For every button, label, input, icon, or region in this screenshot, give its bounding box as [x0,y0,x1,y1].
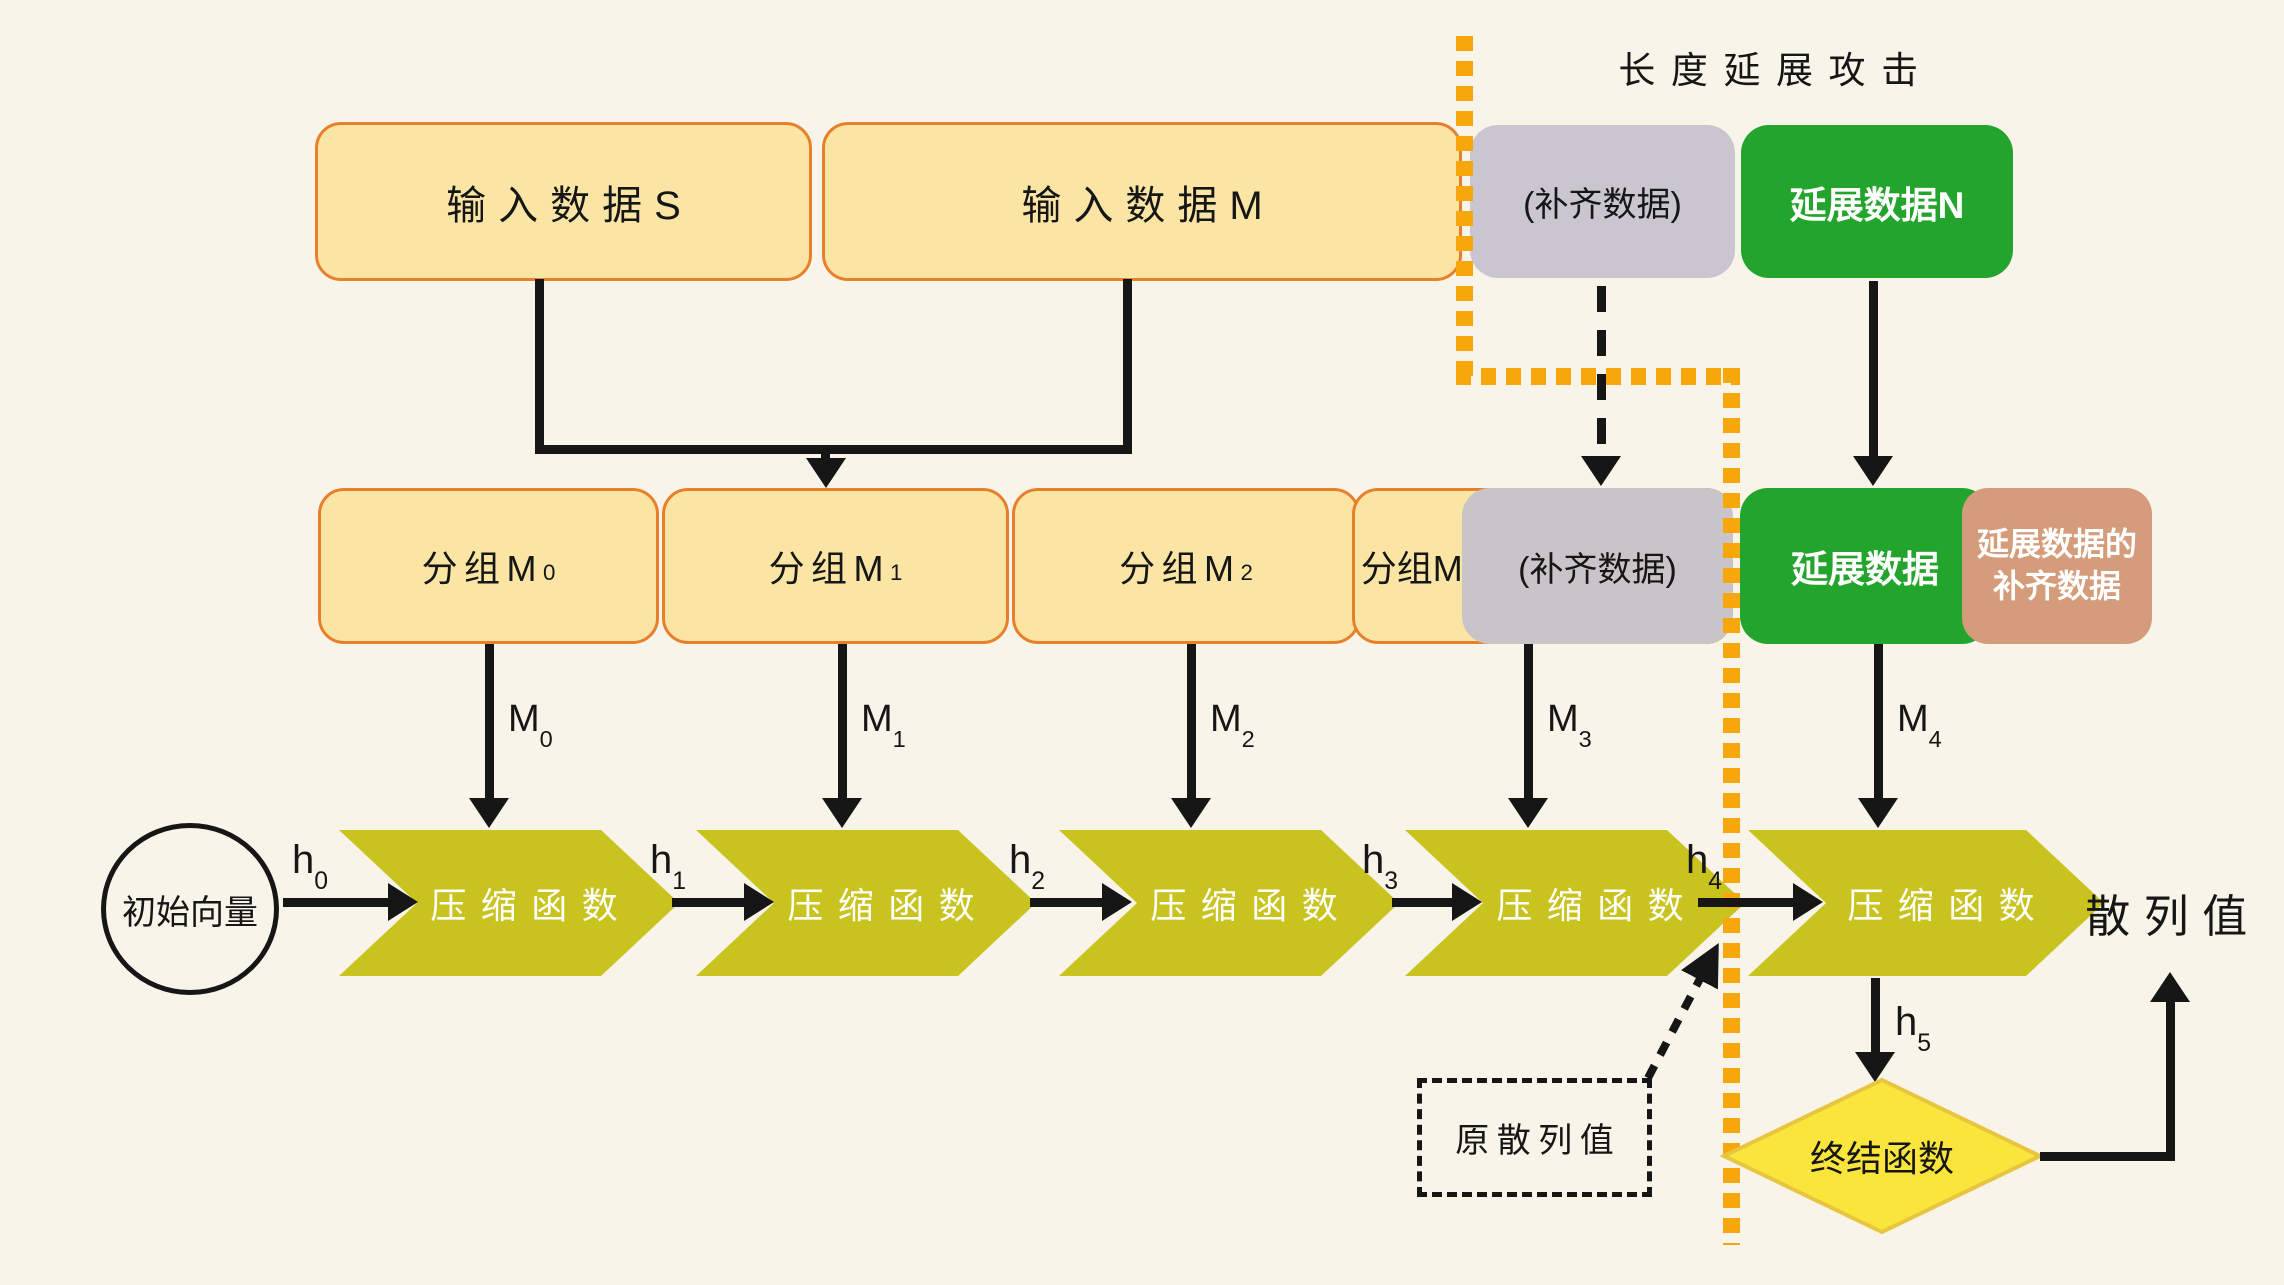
final-function-diamond-shape [1719,1077,2045,1235]
m3-arrow-label: M3 [1547,698,1592,752]
m0-arrow-line [485,644,494,800]
group-m2-subscript: 2 [1240,559,1253,585]
h1-arrowhead [744,883,774,921]
attack-divider-bottom-segment [1723,368,1740,1245]
h3-arrowhead [1452,883,1482,921]
output-arrowhead [2150,972,2190,1002]
group-m2-label: 分组M [1119,548,1241,589]
original-hash-dotted-line [1644,942,1719,1080]
h0-label: h0 [292,838,328,895]
h4-base: h [1686,838,1709,882]
extension-data-row2-box: 延展数据 [1740,488,1990,644]
padding-data-row2-box: (补齐数据) [1462,488,1733,644]
extension-arrowhead [1853,456,1893,486]
m1-arrow-line [838,644,847,800]
group-m1-label: 分组M [768,548,890,589]
h4-label: h4 [1686,838,1722,895]
padding-data-top-box: (补齐数据) [1470,125,1735,278]
m1-base: M [861,698,893,740]
attack-title: 长度延展攻击 [1618,50,1934,91]
m2-arrowhead [1171,798,1211,828]
group-m3-label: 分组M [1360,548,1463,589]
extension-padding-box: 延展数据的 补齐数据 [1962,488,2152,644]
h0-arrowhead [388,883,418,921]
merge-connector-horizontal-line [535,445,1132,454]
h2-sub: 2 [1031,868,1046,896]
input-data-m-box: 输入数据M [822,122,1462,281]
h5-arrow-line [1871,978,1880,1056]
output-elbow-vertical [2166,1000,2175,1161]
m1-arrowhead [822,798,862,828]
h5-label: h5 [1895,1000,1931,1057]
m2-sub: 2 [1241,725,1255,752]
merge-connector-left-line [535,279,544,445]
h2-base: h [1009,838,1032,882]
h4-arrowhead [1793,883,1823,921]
original-hash-value-box: 原散列值 [1417,1078,1652,1197]
m0-sub: 0 [539,725,553,752]
m4-arrowhead [1858,798,1898,828]
m0-base: M [508,698,540,740]
m2-arrow-label: M2 [1210,698,1255,752]
h0-base: h [292,838,315,882]
m0-arrow-label: M0 [508,698,553,752]
h2-arrowhead [1102,883,1132,921]
compression-function-2: 压缩函数 [696,830,1036,976]
h3-base: h [1362,838,1385,882]
final-function-diamond [1719,1077,2045,1235]
padding-dashed-arrow-line [1597,286,1606,454]
h5-sub: 5 [1917,1030,1932,1058]
h1-base: h [650,838,673,882]
extension-arrow-line [1869,281,1878,457]
h3-sub: 3 [1384,868,1399,896]
m3-base: M [1547,698,1579,740]
m1-arrow-label: M1 [861,698,906,752]
h3-arrow-line [1392,898,1454,907]
input-data-s-box: 输入数据S [315,122,812,281]
m2-arrow-line [1187,644,1196,800]
m2-base: M [1210,698,1242,740]
extension-padding-line1: 延展数据的 [1976,526,2137,563]
h0-arrow-line [283,898,390,907]
padding-dashed-arrowhead [1581,456,1621,486]
h5-arrowhead [1855,1052,1895,1082]
merge-connector-right-line [1123,279,1132,445]
group-m0-label: 分组M [421,548,543,589]
m3-arrow-line [1524,644,1533,800]
h2-arrow-line [1030,898,1104,907]
m3-sub: 3 [1578,725,1592,752]
h4-arrow-line [1698,898,1795,907]
group-m1-subscript: 1 [890,559,903,585]
merge-connector-arrowhead [806,458,846,488]
m4-arrow-label: M4 [1897,698,1942,752]
extension-data-n-box: 延展数据N [1741,125,2013,278]
m3-arrowhead [1508,798,1548,828]
extension-padding-line2: 补齐数据 [1992,568,2121,604]
hash-value-text: 散列值 [2085,891,2261,942]
merge-connector-stub [821,445,830,461]
h1-label: h1 [650,838,686,895]
h1-sub: 1 [672,868,687,896]
m4-arrow-line [1874,644,1883,800]
output-elbow-horizontal [2040,1152,2175,1161]
h2-label: h2 [1009,838,1045,895]
h5-base: h [1895,1000,1918,1044]
m4-base: M [1897,698,1929,740]
compression-function-3: 压缩函数 [1059,830,1399,976]
m4-sub: 4 [1928,725,1942,752]
h0-sub: 0 [314,868,329,896]
initial-vector-circle: 初始向量 [101,823,279,995]
original-hash-dotted-arrow [1644,942,1719,1080]
m0-arrowhead [469,798,509,828]
final-function-label: 终结函数 [1809,1138,1954,1179]
h1-arrow-line [672,898,746,907]
group-m0-subscript: 0 [543,559,556,585]
m1-sub: 1 [892,725,906,752]
h3-label: h3 [1362,838,1398,895]
h4-sub: 4 [1708,868,1723,896]
attack-divider-top-segment [1456,36,1473,385]
